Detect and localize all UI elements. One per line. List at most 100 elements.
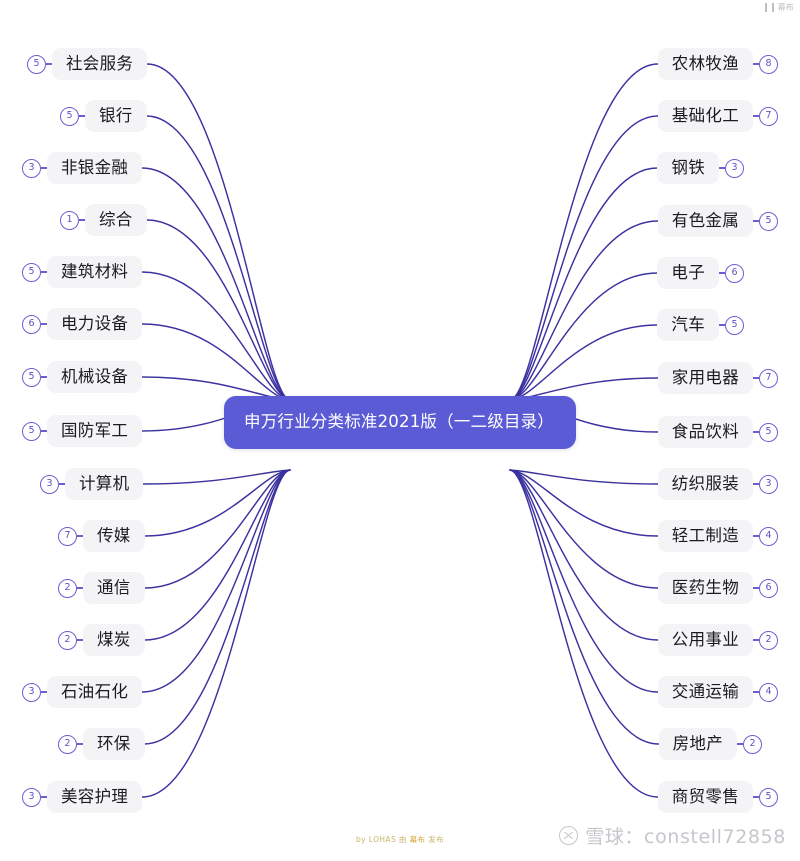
branch-label: 煤炭: [83, 624, 145, 656]
connector-path: [509, 469, 659, 641]
branch-node[interactable]: 电子 6: [657, 256, 744, 290]
branch-node[interactable]: 食品饮料 5: [657, 415, 778, 449]
credit-suffix: 发布: [425, 835, 444, 844]
connector-path: [509, 469, 659, 693]
branch-node[interactable]: 6 电力设备: [22, 307, 143, 341]
child-count-badge[interactable]: 5: [60, 106, 79, 126]
child-count-badge[interactable]: 2: [759, 630, 778, 650]
child-count-badge[interactable]: 7: [58, 526, 77, 546]
branch-node[interactable]: 纺织服装 3: [657, 467, 778, 501]
connector-path: [509, 469, 659, 537]
badge-stub: [41, 691, 47, 693]
app-chip[interactable]: 幕布: [764, 3, 794, 12]
branch-label: 电力设备: [47, 308, 143, 340]
child-count-badge[interactable]: 2: [58, 734, 77, 754]
child-count-badge[interactable]: 3: [725, 158, 744, 178]
branch-label: 医药生物: [657, 572, 753, 604]
branch-node[interactable]: 轻工制造 4: [657, 519, 778, 553]
root-node[interactable]: 申万行业分类标准2021版（一二级目录）: [224, 396, 576, 449]
child-count-badge[interactable]: 3: [22, 158, 41, 178]
branch-node[interactable]: 家用电器 7: [657, 361, 778, 395]
child-count-badge[interactable]: 4: [759, 682, 778, 702]
branch-label: 计算机: [65, 468, 144, 500]
connector-path: [141, 469, 291, 798]
child-count-badge[interactable]: 2: [743, 734, 762, 754]
branch-node[interactable]: 5 机械设备: [22, 360, 143, 394]
branch-node[interactable]: 3 美容护理: [22, 780, 143, 814]
branch-label: 家用电器: [657, 362, 753, 394]
child-count-badge[interactable]: 5: [759, 211, 778, 231]
child-count-badge[interactable]: 3: [22, 787, 41, 807]
canvas-icon: [764, 3, 774, 12]
child-count-badge[interactable]: 4: [759, 526, 778, 546]
connector-path: [143, 469, 291, 589]
badge-stub: [41, 376, 47, 378]
connector-path: [141, 323, 291, 401]
child-count-badge[interactable]: 5: [22, 367, 41, 387]
badge-stub: [41, 796, 47, 798]
connector-path: [509, 469, 659, 589]
branch-label: 美容护理: [47, 781, 143, 813]
child-count-badge[interactable]: 5: [27, 54, 46, 74]
child-count-badge[interactable]: 2: [58, 578, 77, 598]
badge-stub: [753, 587, 759, 589]
footer-credit: by LOHAS 由 幕布 发布: [0, 834, 800, 845]
child-count-badge[interactable]: 5: [725, 315, 744, 335]
branch-node[interactable]: 3 非银金融: [22, 151, 143, 185]
branch-label: 电子: [657, 257, 719, 289]
branch-label: 国防军工: [47, 415, 143, 447]
branch-label: 纺织服装: [657, 468, 753, 500]
branch-label: 轻工制造: [657, 520, 753, 552]
child-count-badge[interactable]: 3: [759, 474, 778, 494]
child-count-badge[interactable]: 3: [22, 682, 41, 702]
branch-label: 食品饮料: [657, 416, 753, 448]
connector-path: [141, 167, 291, 401]
badge-stub: [753, 483, 759, 485]
child-count-badge[interactable]: 6: [725, 263, 744, 283]
child-count-badge[interactable]: 5: [759, 787, 778, 807]
branch-node[interactable]: 3 计算机: [40, 467, 144, 501]
child-count-badge[interactable]: 7: [759, 106, 778, 126]
branch-node[interactable]: 5 国防军工: [22, 414, 143, 448]
branch-label: 非银金融: [47, 152, 143, 184]
child-count-badge[interactable]: 5: [759, 422, 778, 442]
child-count-badge[interactable]: 5: [22, 262, 41, 282]
child-count-badge[interactable]: 2: [58, 630, 77, 650]
branch-node[interactable]: 5 银行: [60, 99, 147, 133]
child-count-badge[interactable]: 1: [60, 210, 79, 230]
child-count-badge[interactable]: 3: [40, 474, 59, 494]
child-count-badge[interactable]: 8: [759, 54, 778, 74]
badge-stub: [41, 271, 47, 273]
connector-path: [145, 115, 291, 401]
connector-path: [509, 469, 660, 745]
branch-label: 机械设备: [47, 361, 143, 393]
branch-node[interactable]: 医药生物 6: [657, 571, 778, 605]
branch-label: 银行: [85, 100, 147, 132]
child-count-badge[interactable]: 6: [22, 314, 41, 334]
badge-stub: [77, 535, 83, 537]
badge-stub: [753, 639, 759, 641]
badge-stub: [753, 431, 759, 433]
child-count-badge[interactable]: 7: [759, 368, 778, 388]
connector-path: [509, 167, 659, 401]
branch-node[interactable]: 2 煤炭: [58, 623, 145, 657]
child-count-badge[interactable]: 5: [22, 421, 41, 441]
watermark-text: 雪球：constell72858: [585, 826, 786, 848]
child-count-badge[interactable]: 6: [759, 578, 778, 598]
